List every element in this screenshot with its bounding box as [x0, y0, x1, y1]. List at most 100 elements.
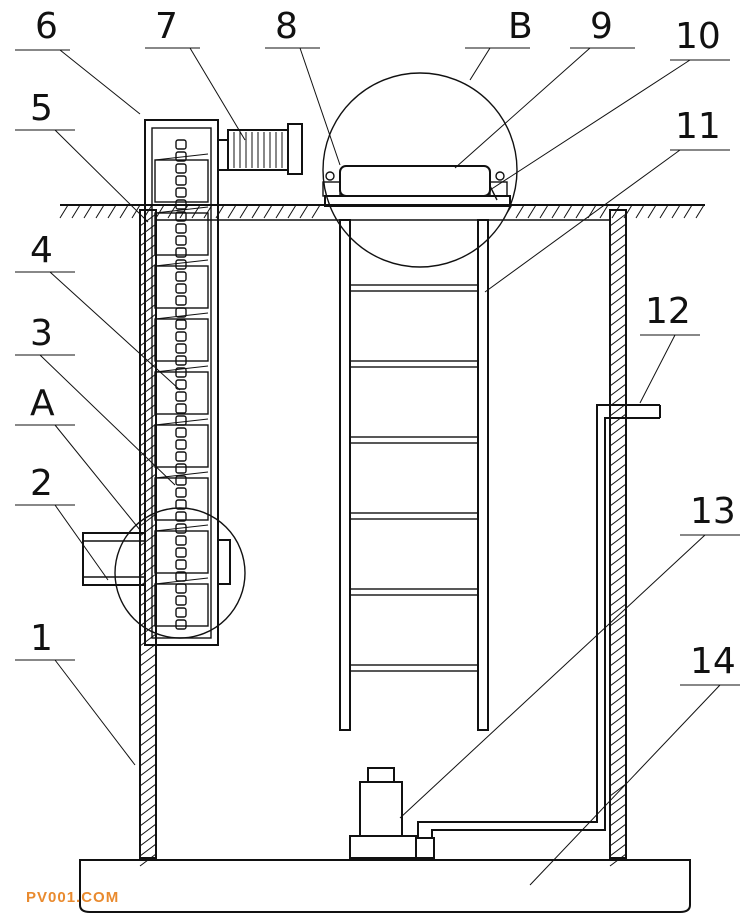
wall-hatch-line: [139, 683, 157, 697]
ladder-rung: [349, 512, 479, 520]
ground-hatch-line: [119, 204, 129, 219]
label-b: B: [508, 6, 533, 47]
ground-hatch-line: [551, 204, 561, 219]
ground-hatch-line: [275, 204, 285, 219]
ground-hatch-line: [683, 204, 693, 219]
label-5: 5: [30, 88, 53, 129]
wall-hatch-line: [609, 233, 627, 247]
wall-hatch-line: [609, 523, 627, 537]
ground-hatch-line: [155, 204, 165, 219]
inlet-pipe: [82, 532, 231, 586]
chain-link: [175, 355, 187, 366]
label-14: 14: [690, 641, 736, 682]
wall-hatch-line: [609, 213, 627, 227]
pump: [349, 767, 435, 859]
ground-hatch-line: [659, 204, 669, 219]
chain-link: [175, 487, 187, 498]
chain-link: [175, 331, 187, 342]
wall-hatch-line: [139, 843, 157, 857]
chain-link: [175, 439, 187, 450]
ground-hatch-line: [599, 204, 609, 219]
wall-hatch-line: [609, 223, 627, 237]
wall-hatch-line: [139, 323, 157, 337]
ground-hatch-line: [671, 204, 681, 219]
ground-hatch-line: [539, 204, 549, 219]
wall-hatch-line: [139, 693, 157, 707]
label-a: A: [30, 383, 55, 424]
ground-hatch-line: [527, 204, 537, 219]
chain-link: [175, 271, 187, 282]
conveyor-bucket: [154, 477, 209, 521]
wall-hatch-line: [139, 233, 157, 247]
ground-hatch-line: [611, 204, 621, 219]
wall-hatch-line: [139, 403, 157, 417]
chain-link: [175, 211, 187, 222]
wall-hatch-line: [139, 313, 157, 327]
wall-hatch-line: [139, 763, 157, 777]
ground-hatch-line: [263, 204, 273, 219]
wall-hatch-line: [139, 303, 157, 317]
chain-link: [175, 535, 187, 546]
wall-hatch-line: [609, 813, 627, 827]
label-8: 8: [275, 6, 298, 47]
ground-hatch-line: [515, 204, 525, 219]
wall-hatch-line: [609, 633, 627, 647]
chain-link: [175, 307, 187, 318]
chain-link: [175, 163, 187, 174]
ladder-rung: [349, 664, 479, 672]
wall-hatch-line: [139, 373, 157, 387]
wall-hatch-line: [609, 533, 627, 547]
detail-circle-a: [114, 507, 246, 639]
bucket-lip: [154, 418, 209, 426]
ground-hatch-line: [107, 204, 117, 219]
wall-hatch-line: [139, 553, 157, 567]
wall-hatch-line: [139, 283, 157, 297]
chain-link: [175, 391, 187, 402]
wall-hatch-line: [609, 513, 627, 527]
chain-link: [175, 367, 187, 378]
wall-hatch-line: [139, 263, 157, 277]
wall-hatch-line: [609, 723, 627, 737]
wall-hatch-line: [609, 683, 627, 697]
label-2: 2: [30, 463, 53, 504]
wall-hatch-line: [139, 703, 157, 717]
chain-link: [175, 235, 187, 246]
leader-lines: [15, 47, 740, 886]
label-4: 4: [30, 230, 53, 271]
wall-hatch-line: [139, 293, 157, 307]
wall-hatch-line: [609, 293, 627, 307]
bucket-lip: [154, 471, 209, 479]
label-1: 1: [30, 618, 53, 659]
chain-link: [175, 295, 187, 306]
chain-link: [175, 415, 187, 426]
chain-link: [175, 283, 187, 294]
chain-link: [175, 595, 187, 606]
conveyor-bucket: [154, 371, 209, 415]
base-slab: [79, 859, 691, 913]
part-labels: 6 7 8 B 9 10 11 5 4 3 A 2 1 12 13 14: [30, 6, 736, 682]
wall-hatch-line: [609, 493, 627, 507]
left-wall: [139, 209, 157, 867]
wall-hatch-line: [609, 433, 627, 447]
wall-hatch-line: [139, 243, 157, 257]
wall-hatch-line: [609, 603, 627, 617]
wall-hatch-line: [139, 253, 157, 267]
wall-hatch-line: [609, 843, 627, 857]
ground-hatch-line: [191, 204, 201, 219]
ground-hatch-line: [647, 204, 657, 219]
chain-link: [175, 463, 187, 474]
ground-hatch-line: [287, 204, 297, 219]
wall-hatch-line: [609, 313, 627, 327]
wall-hatch-line: [609, 803, 627, 817]
wall-hatch-line: [609, 323, 627, 337]
ladder-rung: [349, 436, 479, 444]
wall-hatch-line: [139, 513, 157, 527]
wall-hatch-line: [609, 453, 627, 467]
chain-link: [175, 199, 187, 210]
wall-hatch-line: [609, 373, 627, 387]
wall-hatch-line: [609, 593, 627, 607]
wall-hatch-line: [139, 223, 157, 237]
wall-hatch-line: [139, 543, 157, 557]
wall-hatch-line: [139, 823, 157, 837]
wall-hatch-line: [609, 823, 627, 837]
